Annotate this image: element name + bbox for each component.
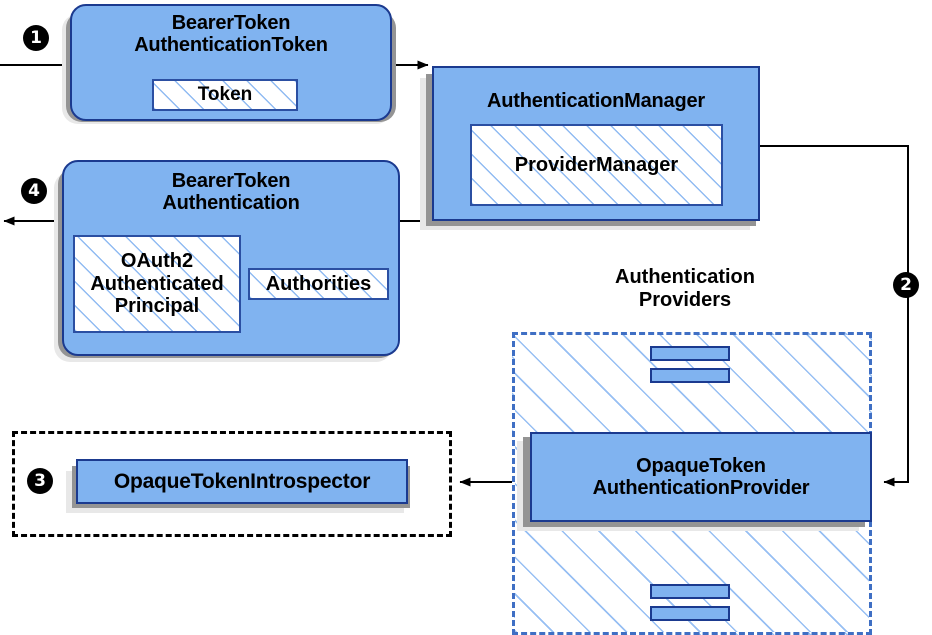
- badge-step-4: 4: [21, 178, 47, 204]
- bearer-token-authentication-token-label: BearerToken AuthenticationToken: [134, 12, 328, 57]
- provider-stack-bar-top-2: [650, 368, 730, 383]
- edge-manager-to-provider: [760, 145, 909, 487]
- token-sub-box[interactable]: Token: [152, 79, 298, 111]
- authentication-providers-title: Authentication Providers: [615, 266, 755, 312]
- badge-step-1: 1: [23, 25, 49, 51]
- badge-step-2-label: 2: [900, 274, 912, 295]
- badge-step-3-label: 3: [34, 470, 46, 491]
- provider-stack-bar-top-1: [650, 346, 730, 361]
- badge-step-4-label: 4: [28, 180, 40, 201]
- opaque-token-introspector[interactable]: OpaqueTokenIntrospector: [76, 459, 408, 504]
- badge-step-3: 3: [27, 468, 53, 494]
- token-sub-box-label: Token: [197, 84, 253, 106]
- provider-manager-sub-box-label: ProviderManager: [514, 153, 679, 176]
- opaque-token-introspector-area: [12, 431, 452, 537]
- opaque-token-authentication-provider[interactable]: OpaqueToken AuthenticationProvider: [530, 432, 872, 522]
- badge-step-1-label: 1: [30, 27, 42, 48]
- authentication-manager-label: AuthenticationManager: [486, 90, 706, 112]
- provider-stack-bar-bottom-1: [650, 584, 730, 599]
- authorities-sub-box[interactable]: Authorities: [248, 268, 389, 300]
- bearer-token-authentication-label: BearerToken Authentication: [162, 170, 300, 215]
- provider-stack-bar-bottom-2: [650, 606, 730, 621]
- oauth2-authenticated-principal-sub-box[interactable]: OAuth2 Authenticated Principal: [73, 235, 241, 333]
- opaque-token-authentication-provider-label: OpaqueToken AuthenticationProvider: [592, 454, 810, 499]
- oauth2-authenticated-principal-label: OAuth2 Authenticated Principal: [90, 250, 224, 318]
- authorities-label: Authorities: [265, 272, 372, 295]
- opaque-token-introspector-label: OpaqueTokenIntrospector: [113, 469, 371, 493]
- provider-manager-sub-box[interactable]: ProviderManager: [470, 124, 723, 206]
- badge-step-2: 2: [893, 272, 919, 298]
